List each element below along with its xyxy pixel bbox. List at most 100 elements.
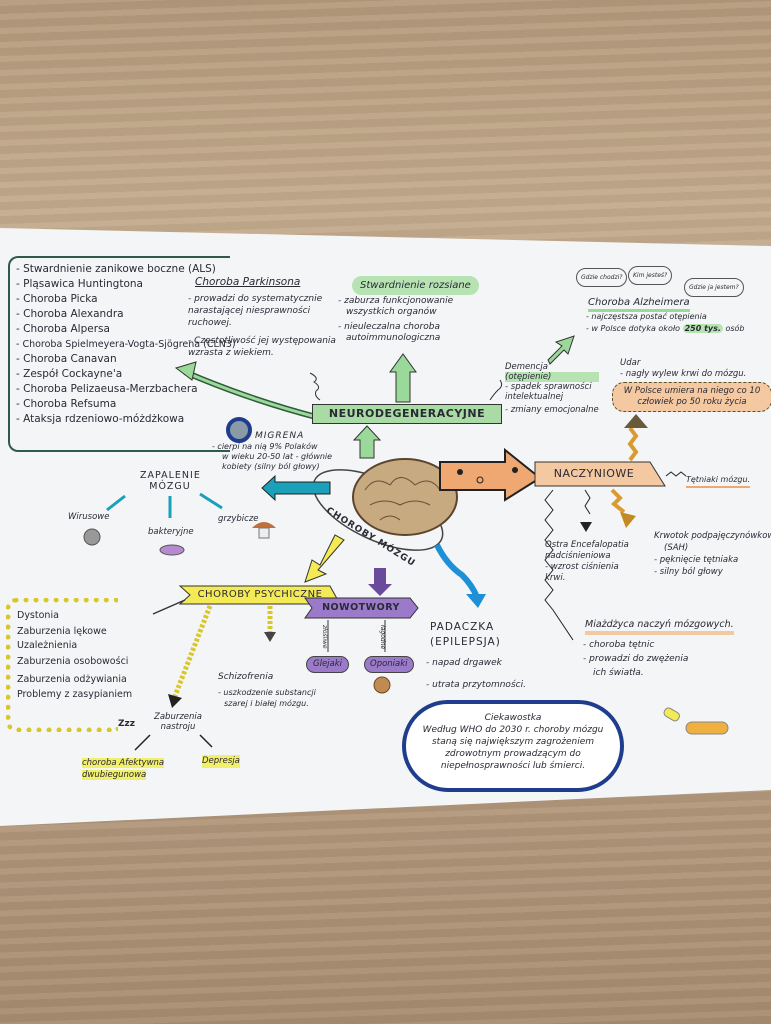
note-text: osób bbox=[725, 324, 745, 333]
neuro-disease-list: - Stwardnienie zanikowe boczne (ALS) - P… bbox=[8, 256, 236, 452]
list-item: Dystonia bbox=[17, 610, 59, 621]
sm-title: Stwardnienie rozsiane bbox=[352, 276, 479, 295]
note-line: nadciśnieniowa bbox=[545, 551, 611, 561]
note-line: - napad drgawek bbox=[426, 658, 502, 668]
migraine-icon bbox=[226, 417, 252, 443]
list-item: - Stwardnienie zanikowe boczne (ALS) bbox=[16, 263, 216, 275]
list-item: - Zespół Cockayne'a bbox=[16, 368, 123, 380]
banner-tumor-bg bbox=[304, 597, 419, 619]
tumor-type: Glejaki bbox=[306, 656, 350, 673]
note-line: szarej i białej mózgu. bbox=[224, 699, 309, 708]
note-line: Krwotok podpajęczynówkowy bbox=[654, 531, 771, 541]
tumor-type: Oponiaki bbox=[364, 656, 414, 673]
note-line: krwi. bbox=[545, 573, 566, 583]
list-item: - Choroba Spielmeyera-Vogta-Sjögrena (CL… bbox=[16, 339, 236, 350]
banner-psych-bg bbox=[178, 585, 341, 605]
depression-label: Depresja bbox=[202, 755, 240, 768]
fact-text: Według WHO do 2030 r. choroby mózgu stan… bbox=[422, 725, 604, 771]
note-line: - zaburza funkcjonowanie bbox=[338, 296, 454, 306]
note-line: kobiety (silny ból głowy) bbox=[222, 462, 320, 471]
zzz-icon: Zzz bbox=[118, 719, 136, 729]
note-line: w wieku 20-50 lat - głównie bbox=[222, 452, 333, 461]
mushroom-icon bbox=[252, 522, 276, 528]
virus-icon bbox=[83, 528, 101, 546]
list-item: - Choroba Alexandra bbox=[16, 308, 124, 320]
stroke-title: Udar bbox=[620, 358, 641, 368]
note-line: Ostra Encefalopatia bbox=[545, 540, 629, 550]
arrow-psych bbox=[304, 534, 345, 583]
note-line: wzrasta z wiekiem. bbox=[188, 348, 274, 358]
banner-nowotwory: NOWOTWORY bbox=[322, 602, 400, 613]
dementia-title: Demencja bbox=[505, 362, 548, 372]
note-line: - cierpi na nią 9% Polaków bbox=[212, 442, 318, 451]
note-line: - zmiany emocjonalne bbox=[505, 405, 599, 415]
arrow-label: łagodne bbox=[379, 625, 386, 650]
note-line: - nagły wylew krwi do mózgu. bbox=[620, 369, 747, 379]
bacteria-icon bbox=[159, 544, 185, 556]
list-item: - Ataksja rdzeniowo-móżdżkowa bbox=[16, 413, 185, 425]
banner-naczyniowe-bg bbox=[534, 461, 666, 487]
list-item: Problemy z zasypianiem bbox=[17, 689, 133, 700]
schizophrenia-title: Schizofrenia bbox=[218, 672, 274, 682]
thought-bubble: Kim jesteś? bbox=[628, 266, 673, 285]
sah-notes: Krwotok podpajęczynówkowy (SAH) - pęknię… bbox=[654, 530, 771, 578]
stroke-cloud: W Polsce umiera na niego co 10 człowiek … bbox=[612, 382, 771, 412]
epilepsy-notes: - napad drgawek - utrata przytomności. bbox=[426, 652, 526, 696]
arrow-up-sm bbox=[389, 353, 417, 403]
banner-neurodegeneracyjne: NEURODEGENERACYJNE bbox=[312, 404, 502, 424]
list-item: Zaburzenia osobowości bbox=[17, 656, 129, 667]
epilepsy-heading: PADACZKA (EPILEPSJA) bbox=[430, 620, 501, 650]
atherosclerosis-notes: - choroba tętnic - prowadzi do zwężenia … bbox=[583, 638, 688, 680]
note-line: - wzrost ciśnienia bbox=[545, 562, 619, 572]
note-line: - prowadzi do systematycznie bbox=[188, 294, 323, 304]
note-text: - w Polsce dotyka około bbox=[586, 324, 681, 333]
note-line: ruchowej. bbox=[188, 318, 232, 328]
list-item: - Choroba Alpersa bbox=[16, 323, 110, 335]
psych-disease-list: Dystonia Zaburzenia lękowe Uzależnienia … bbox=[6, 598, 133, 732]
note-line: - utrata przytomności. bbox=[426, 680, 526, 690]
list-item: Zaburzenia odżywiania bbox=[17, 674, 127, 685]
note-line: - silny ból głowy bbox=[654, 567, 723, 577]
thought-bubble: Gdzie ja jestem? bbox=[684, 278, 744, 297]
fact-title: Ciekawostka bbox=[484, 713, 542, 723]
encephalitis-type: grzybicze bbox=[218, 514, 259, 524]
note-line: wszystkich organów bbox=[346, 307, 437, 317]
list-item: - Choroba Canavan bbox=[16, 353, 117, 365]
list-item: - Choroba Refsuma bbox=[16, 398, 117, 410]
list-item: Zaburzenia lękowe bbox=[17, 626, 107, 637]
arrow-vascular bbox=[439, 447, 542, 502]
epilepsy-title: PADACZKA bbox=[430, 621, 495, 633]
atherosclerosis-title: Miażdżyca naczyń mózgowych. bbox=[585, 618, 734, 635]
note-line: narastającej niesprawności bbox=[188, 306, 311, 316]
note-line: - pęknięcie tętniaka bbox=[654, 555, 739, 565]
note-line: - Częstotliwość jej występowania bbox=[188, 336, 336, 346]
note-line: - spadek sprawności bbox=[505, 382, 592, 392]
note-line: - choroba tętnic bbox=[583, 640, 655, 650]
thought-bubble: Gdzie chodzi? bbox=[576, 268, 628, 287]
epilepsy-subtitle: (EPILEPSJA) bbox=[430, 636, 501, 648]
highlight-number: 250 tys. bbox=[682, 324, 723, 333]
encephalitis-type: Wirusowe bbox=[68, 512, 110, 522]
dementia-subtitle: (otępienie) bbox=[505, 372, 599, 382]
migraine-notes: - cierpi na nią 9% Polaków w wieku 20-50… bbox=[212, 442, 332, 472]
list-item: - Choroba Picka bbox=[16, 293, 98, 305]
arrow-label: złośliwe bbox=[321, 625, 328, 649]
parkinson-notes: - prowadzi do systematycznie narastające… bbox=[188, 293, 336, 359]
alzheimer-title: Choroba Alzheimera bbox=[588, 296, 690, 312]
list-item: - Pląsawica Huntingtona bbox=[16, 278, 143, 290]
note-line: autoimmunologiczna bbox=[346, 333, 441, 343]
zigzag-udar bbox=[627, 426, 639, 462]
list-item: Uzależnienia bbox=[17, 640, 78, 651]
pill-icon bbox=[663, 707, 680, 722]
arrow-alz bbox=[547, 335, 575, 365]
bipolar-label: choroba Afektywna dwubiegunowa bbox=[82, 757, 174, 781]
coil-dementia bbox=[489, 379, 503, 401]
stroke-notes: Udar - nagły wylew krwi do mózgu. bbox=[620, 358, 746, 380]
sm-notes: - zaburza funkcjonowanie wszystkich orga… bbox=[338, 296, 453, 344]
schizophrenia-notes: Schizofrenia - uszkodzenie substancji sz… bbox=[218, 672, 316, 709]
aneurysm-label: Tętniaki mózgu. bbox=[686, 473, 751, 488]
pill-icon-2 bbox=[685, 721, 729, 735]
mood-title: Zaburzenia nastroju bbox=[154, 712, 202, 732]
note-line: - nieuleczalna choroba bbox=[338, 322, 440, 332]
